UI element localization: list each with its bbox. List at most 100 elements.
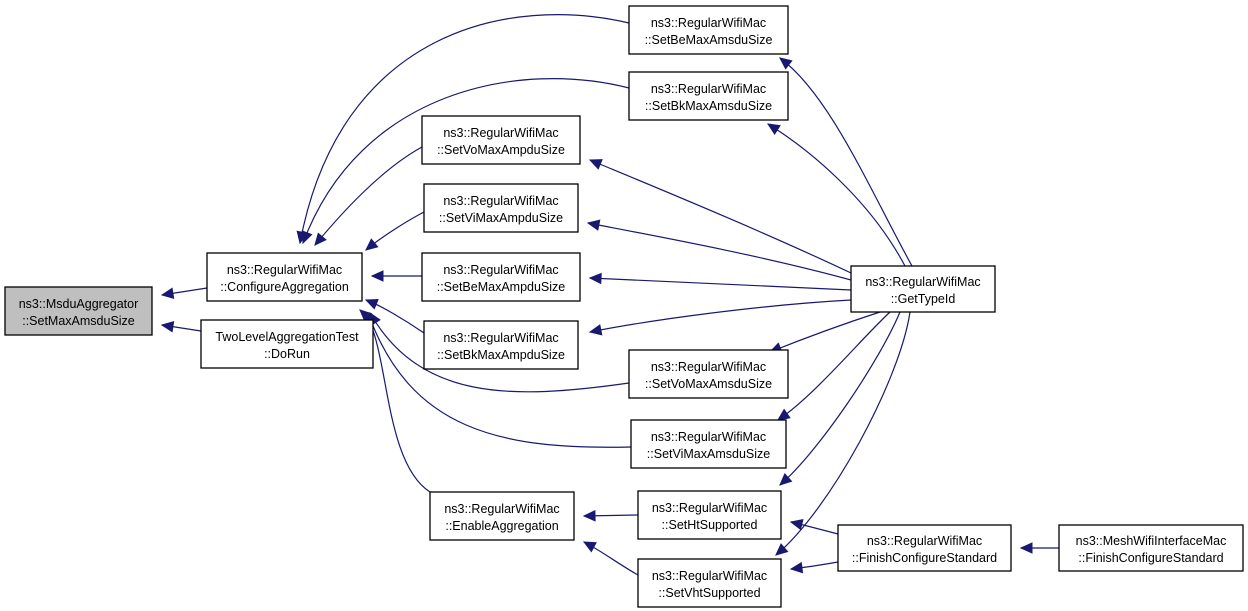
node-setbkamsdu[interactable]: ns3::RegularWifiMac::SetBkMaxAmsduSize bbox=[628, 71, 789, 121]
edge-setbeampdu-to-confagg bbox=[370, 270, 422, 282]
node-msdu[interactable]: ns3::MsduAggregator::SetMaxAmsduSize bbox=[4, 286, 153, 336]
edge-gettypeid-to-setbkampdu bbox=[588, 299, 852, 336]
edge-confagg-to-msdu bbox=[160, 287, 208, 299]
arrowhead bbox=[365, 238, 379, 251]
node-box bbox=[423, 183, 579, 233]
node-label-line1: ns3::RegularWifiMac bbox=[651, 82, 766, 96]
nodes: ns3::MsduAggregator::SetMaxAmsduSizens3:… bbox=[4, 5, 1244, 608]
arrowhead bbox=[779, 472, 793, 486]
node-box bbox=[850, 265, 996, 313]
node-box bbox=[837, 524, 1012, 572]
node-label-line2: ::GetTypeId bbox=[891, 292, 956, 306]
edge-setbkampdu-to-confagg bbox=[364, 298, 425, 334]
node-setbeamsdu[interactable]: ns3::RegularWifiMac::SetBeMaxAmsduSize bbox=[628, 5, 789, 55]
arrowhead bbox=[789, 518, 804, 531]
node-setht[interactable]: ns3::RegularWifiMac::SetHtSupported bbox=[637, 490, 782, 540]
edge-line bbox=[367, 312, 632, 448]
arrowhead bbox=[582, 541, 597, 553]
node-setvoampdu[interactable]: ns3::RegularWifiMac::SetVoMaxAmpduSize bbox=[421, 115, 581, 165]
edge-line bbox=[777, 311, 891, 421]
node-label-line2: ::SetHtSupported bbox=[662, 518, 758, 532]
arrowhead bbox=[314, 232, 327, 246]
node-twolevel[interactable]: TwoLevelAggregationTest::DoRun bbox=[200, 319, 374, 369]
node-box bbox=[421, 115, 581, 165]
edge-setviampdu-to-confagg bbox=[365, 211, 425, 251]
edges bbox=[160, 14, 1059, 576]
edge-line bbox=[299, 14, 630, 244]
node-box bbox=[4, 286, 153, 336]
node-label-line2: ::DoRun bbox=[264, 347, 310, 361]
node-setvoamsdu[interactable]: ns3::RegularWifiMac::SetVoMaxAmsduSize bbox=[628, 349, 789, 399]
node-label-line2: ::ConfigureAggregation bbox=[220, 280, 349, 294]
node-label-line1: ns3::RegularWifiMac bbox=[651, 430, 766, 444]
node-label-line1: ns3::RegularWifiMac bbox=[867, 534, 982, 548]
node-label-line2: ::SetMaxAmsduSize bbox=[22, 314, 135, 328]
arrowhead bbox=[359, 309, 373, 323]
node-label-line1: ns3::RegularWifiMac bbox=[652, 501, 767, 515]
edge-line bbox=[589, 299, 852, 333]
edge-gettypeid-to-setht bbox=[779, 311, 901, 486]
edge-line bbox=[314, 146, 423, 246]
arrowhead bbox=[1019, 542, 1033, 554]
edge-line bbox=[779, 311, 901, 486]
node-label-line1: TwoLevelAggregationTest bbox=[215, 330, 359, 344]
node-box bbox=[423, 320, 579, 370]
node-label-line1: ns3::RegularWifiMac bbox=[444, 502, 559, 516]
edge-line bbox=[769, 311, 881, 353]
node-setviampdu[interactable]: ns3::RegularWifiMac::SetViMaxAmpduSize bbox=[423, 183, 579, 233]
edge-gettypeid-to-setviampdu bbox=[586, 219, 852, 281]
node-label-line2: ::FinishConfigureStandard bbox=[1078, 551, 1223, 565]
node-label-line1: ns3::RegularWifiMac bbox=[651, 16, 766, 30]
node-label-line1: ns3::RegularWifiMac bbox=[651, 360, 766, 374]
node-box bbox=[421, 252, 581, 302]
edge-finishcfg-to-setvht bbox=[789, 561, 839, 574]
node-label-line2: ::SetVoMaxAmpduSize bbox=[437, 143, 565, 157]
node-setbkampdu[interactable]: ns3::RegularWifiMac::SetBkMaxAmpduSize bbox=[423, 320, 579, 370]
node-label-line2: ::SetBkMaxAmsduSize bbox=[645, 99, 772, 113]
edge-setht-to-enableagg bbox=[582, 510, 639, 522]
arrowhead bbox=[160, 321, 175, 333]
node-label-line2: ::SetViMaxAmpduSize bbox=[439, 211, 563, 225]
edge-gettypeid-to-setviamsdu bbox=[777, 311, 891, 421]
edge-meshfinish-to-finishcfg bbox=[1019, 542, 1059, 554]
node-box bbox=[628, 349, 789, 399]
node-label-line1: ns3::RegularWifiMac bbox=[443, 263, 558, 277]
node-label-line2: ::SetViMaxAmsduSize bbox=[647, 447, 770, 461]
edge-line bbox=[589, 159, 852, 274]
node-finishcfg[interactable]: ns3::RegularWifiMac::FinishConfigureStan… bbox=[837, 524, 1012, 572]
arrowhead bbox=[582, 510, 596, 522]
edge-line bbox=[589, 277, 852, 291]
edge-gettypeid-to-setbeamsdu bbox=[779, 57, 913, 267]
node-meshfinish[interactable]: ns3::MeshWifiInterfaceMac::FinishConfigu… bbox=[1058, 524, 1244, 572]
node-label-line2: ::SetBeMaxAmpduSize bbox=[437, 280, 566, 294]
node-label-line1: ns3::MsduAggregator bbox=[19, 297, 139, 311]
node-enableagg[interactable]: ns3::RegularWifiMac::EnableAggregation bbox=[429, 491, 575, 541]
node-label-line2: ::EnableAggregation bbox=[445, 519, 558, 533]
node-box bbox=[630, 419, 787, 469]
node-label-line1: ns3::MeshWifiInterfaceMac bbox=[1076, 534, 1227, 548]
edge-gettypeid-to-setvht bbox=[775, 311, 911, 556]
arrowhead bbox=[588, 272, 602, 285]
node-label-line1: ns3::RegularWifiMac bbox=[652, 569, 767, 583]
node-setviamsdu[interactable]: ns3::RegularWifiMac::SetViMaxAmsduSize bbox=[630, 419, 787, 469]
node-label-line1: ns3::RegularWifiMac bbox=[443, 331, 558, 345]
node-setvht[interactable]: ns3::RegularWifiMac::SetVhtSupported bbox=[637, 558, 782, 608]
node-box bbox=[637, 490, 782, 540]
node-label-line1: ns3::RegularWifiMac bbox=[443, 194, 558, 208]
node-label-line1: ns3::RegularWifiMac bbox=[227, 263, 342, 277]
node-setbeampdu[interactable]: ns3::RegularWifiMac::SetBeMaxAmpduSize bbox=[421, 252, 581, 302]
node-box bbox=[200, 319, 374, 369]
node-label-line1: ns3::RegularWifiMac bbox=[443, 126, 558, 140]
node-gettypeid[interactable]: ns3::RegularWifiMac::GetTypeId bbox=[850, 265, 996, 313]
edge-setvht-to-enableagg bbox=[582, 541, 639, 576]
edge-line bbox=[587, 222, 852, 281]
arrowhead bbox=[370, 270, 384, 282]
edge-line bbox=[369, 312, 630, 393]
edge-gettypeid-to-setbkamsdu bbox=[766, 123, 906, 267]
edge-line bbox=[779, 57, 913, 267]
node-box bbox=[637, 558, 782, 608]
node-box bbox=[1058, 524, 1244, 572]
node-confagg[interactable]: ns3::RegularWifiMac::ConfigureAggregatio… bbox=[206, 252, 363, 302]
edge-gettypeid-to-setbeampdu bbox=[588, 272, 852, 291]
